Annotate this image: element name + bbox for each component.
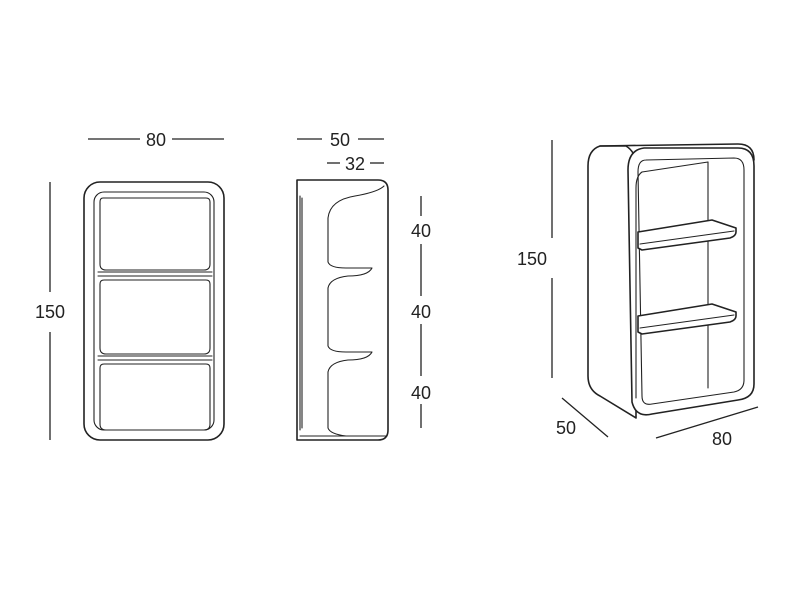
front-compartment-bottom [99,363,211,431]
iso-top-edge [599,143,755,161]
shelf-spacing-label-1: 40 [411,221,431,241]
shelf-spacing-label-3: 40 [411,383,431,403]
front-outer-shell [83,181,225,441]
shelf-spacing-label-2: 40 [411,302,431,322]
shelf-spacing-dimension: 40 40 40 [411,196,431,428]
front-compartment-top [99,197,211,271]
side-view: 50 32 40 40 40 [296,130,431,441]
iso-width-label: 80 [712,429,732,449]
iso-front-frame [627,147,755,416]
side-outer-profile [296,179,389,441]
side-depth-dimension: 50 [297,130,384,150]
isometric-view: 150 50 80 [517,140,759,449]
front-width-dimension: 80 [88,130,224,150]
front-height-dimension: 150 [35,182,65,440]
iso-depth-label: 50 [556,418,576,438]
front-compartment-middle [99,279,211,355]
side-inner-depth-label: 32 [345,154,365,174]
front-width-label: 80 [146,130,166,150]
front-inner-frame [93,191,215,431]
iso-height-label: 150 [517,249,547,269]
iso-frame-inner [637,157,745,405]
front-view: 80 150 [35,130,225,441]
side-inner-cavity [327,185,385,437]
iso-depth-dimension: 50 [556,397,609,438]
side-inner-depth-dimension: 32 [327,154,384,174]
iso-shelf-2 [637,303,737,335]
iso-width-dimension: 80 [655,406,759,449]
side-depth-label: 50 [330,130,350,150]
front-height-label: 150 [35,302,65,322]
iso-shelf-1 [637,219,737,251]
iso-height-dimension: 150 [517,140,553,378]
